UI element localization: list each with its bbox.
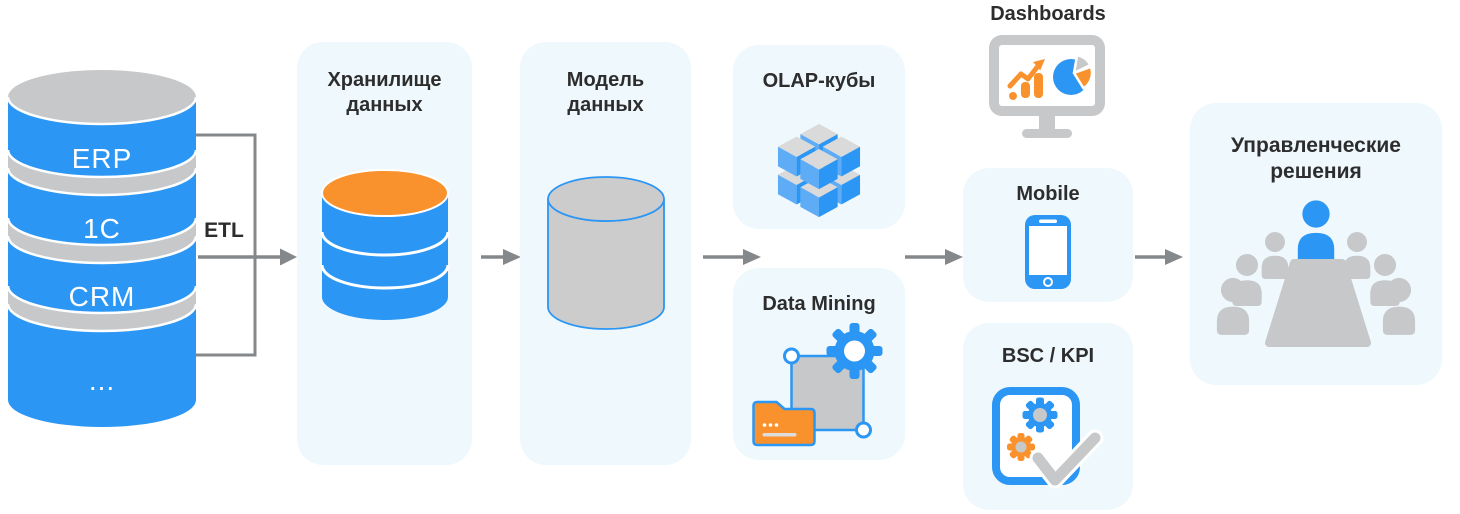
card-bsc-kpi: BSC / KPI [963,323,1133,510]
decisions-title: Управленческие решения [1231,134,1401,183]
card-warehouse: Хранилище данных [297,42,472,465]
flow-arrow [1135,249,1183,265]
card-olap: OLAP-кубы [733,45,905,229]
flow-arrow [905,249,963,265]
dashboards-title: Dashboards [990,3,1106,25]
warehouse-title: Хранилище данных [327,69,442,116]
source-segment-label: 1C [83,213,121,244]
source-segment-label: CRM [69,281,136,312]
flow-arrow [481,249,521,265]
data-mining-title: Data Mining [762,293,876,315]
bsc-kpi-title: BSC / KPI [1001,345,1095,367]
mobile-title: Mobile [1016,183,1080,205]
card-model: Модель данных [520,42,691,465]
flow-arrow [703,249,761,265]
model-cylinder-icon [546,176,665,330]
mobile-phone-icon [1025,215,1071,289]
source-segment-label: ERP [72,143,133,174]
etl-label: ETL [204,219,244,242]
bsc-kpi-icon [992,387,1104,489]
meeting-icon [1216,200,1416,347]
etl-connector: ETL [196,133,297,357]
card-decisions: Управленческие решения [1190,103,1442,385]
warehouse-database-icon [320,169,449,320]
source-database-icon: ERP 1C CRM ... [6,70,198,427]
source-segment-label: ... [89,365,115,396]
model-title: Модель данных [566,69,645,116]
card-mobile: Mobile [963,168,1133,302]
dashboards-monitor-icon [989,35,1105,138]
data-mining-icon [752,323,883,447]
olap-title: OLAP-кубы [762,70,876,92]
olap-cubes-icon [777,123,861,218]
card-data-mining: Data Mining [733,268,905,460]
